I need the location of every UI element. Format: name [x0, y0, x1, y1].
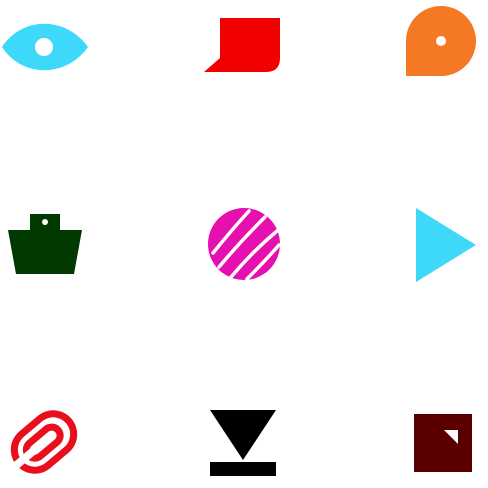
eye-icon	[2, 23, 88, 71]
striped-ball-icon	[208, 208, 281, 281]
play-icon	[416, 208, 476, 282]
diagonal-arrow-square-icon	[414, 414, 472, 472]
speech-bubble-icon	[204, 18, 280, 72]
paperclip-icon	[10, 410, 78, 474]
download-icon	[210, 410, 276, 476]
shopping-bag-icon	[8, 214, 82, 274]
map-pin-icon	[406, 6, 476, 76]
